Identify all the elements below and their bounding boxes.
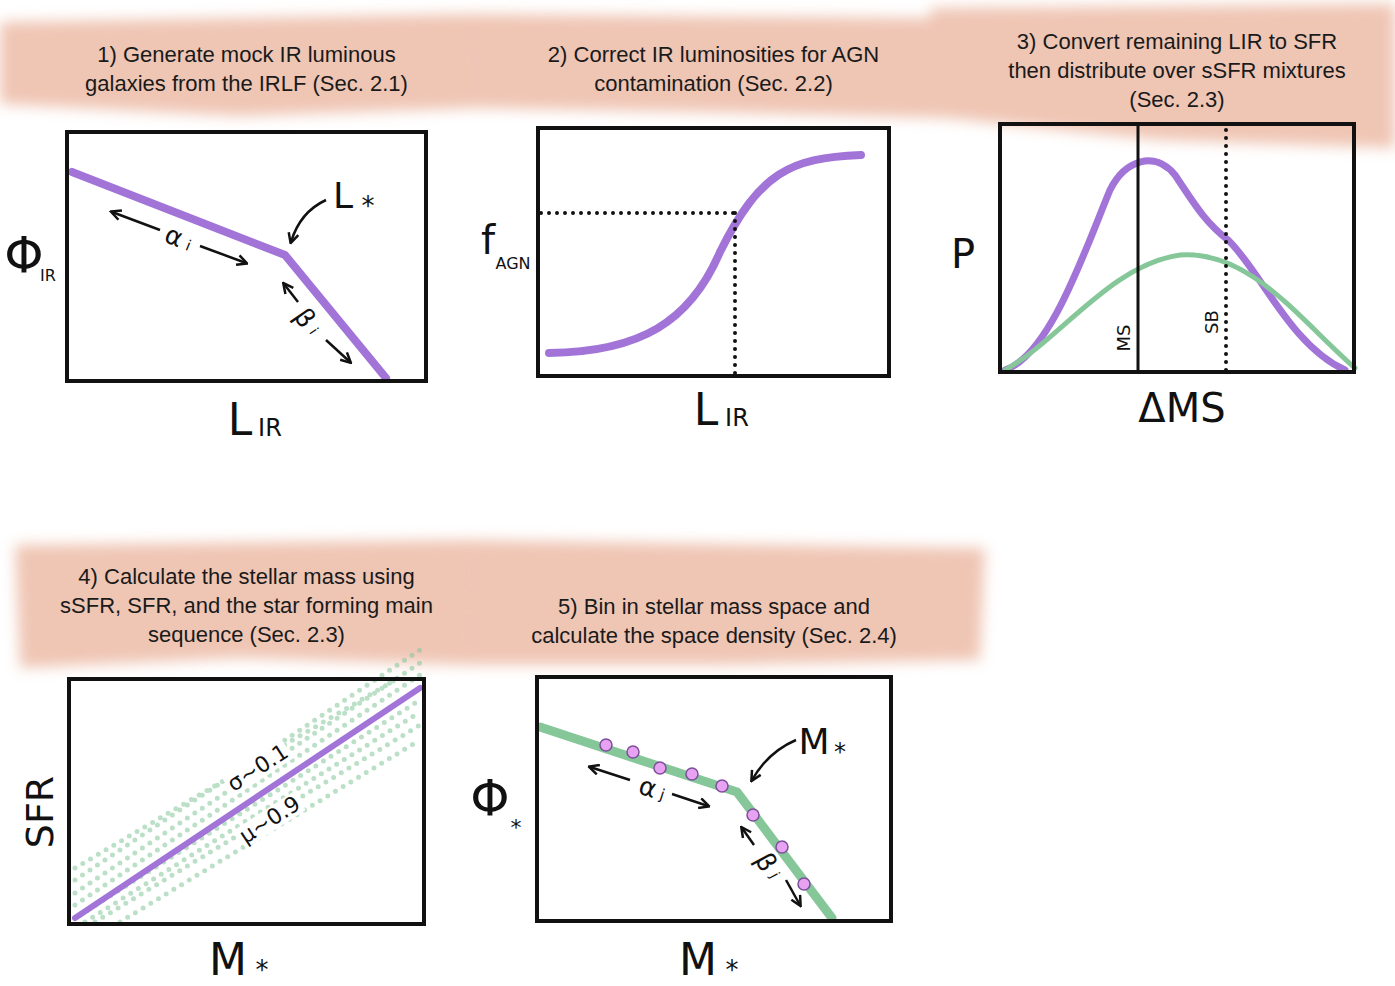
- axis-subscript: *: [511, 817, 522, 839]
- data-points: [600, 739, 810, 890]
- slope-subscript: i: [183, 238, 192, 253]
- axis-label: L: [228, 398, 253, 442]
- axis-label: f: [481, 220, 495, 260]
- starburst-line: [1224, 130, 1228, 372]
- axis-subscript: *: [726, 957, 739, 983]
- slope-arrow: [590, 767, 630, 780]
- heading-wash: [0, 4, 1395, 668]
- slope-subscript: i: [307, 325, 321, 336]
- axis-label: SFR: [21, 776, 59, 848]
- scatter-label: σ~0.1: [222, 739, 294, 796]
- callout-subscript: *: [834, 740, 846, 764]
- axis-label: ΔMS: [1138, 388, 1225, 428]
- axis-label: L: [694, 388, 719, 432]
- dotted-guide: [733, 213, 737, 374]
- chart-panel: 1) Generate mock IR luminous galaxies fr…: [65, 130, 428, 383]
- agn-fraction-curve: [549, 155, 861, 353]
- slope-arrow: [786, 880, 800, 905]
- slope-label: α: [161, 221, 187, 252]
- axis-subscript: *: [256, 957, 269, 983]
- slope-subscript: j: [768, 870, 782, 880]
- chart-panel: 4) Calculate the stellar mass using sSFR…: [67, 677, 426, 926]
- axis-label: P: [951, 234, 975, 274]
- line-label: SB: [1203, 308, 1221, 336]
- axis-label: Φ: [470, 773, 509, 823]
- axis-subscript: IR: [40, 268, 56, 284]
- luminosity-function: [72, 172, 386, 378]
- callout-subscript: *: [362, 193, 375, 219]
- axis-subscript: AGN: [495, 256, 530, 272]
- panel-heading: 5) Bin in stellar mass space and calcula…: [529, 592, 899, 650]
- slope-arrow: [742, 828, 754, 845]
- dotted-guide: [541, 211, 735, 215]
- scatter-dots: [75, 650, 420, 922]
- slope-arrow: [284, 284, 298, 302]
- axis-label: M: [209, 938, 247, 982]
- slope-arrow: [672, 794, 708, 806]
- axis-subscript: IR: [725, 406, 749, 430]
- chart-panel: 5) Bin in stellar mass space and calcula…: [535, 675, 893, 923]
- main-sequence: [75, 688, 420, 918]
- axis-label: M: [679, 938, 717, 982]
- main-sequence-line: [1137, 126, 1140, 372]
- ssfr-mixture: [1005, 255, 1355, 370]
- chart-panel: 2) Correct IR luminosities for AGN conta…: [536, 126, 891, 378]
- panel-heading: 2) Correct IR luminosities for AGN conta…: [519, 40, 909, 98]
- callout-label: M: [798, 724, 829, 760]
- panel-heading: 3) Convert remaining LIR to SFR then dis…: [997, 27, 1357, 114]
- callout-label: L: [333, 178, 353, 214]
- panel-heading: 1) Generate mock IR luminous galaxies fr…: [57, 40, 437, 98]
- ssfr-mixture: [1005, 161, 1345, 370]
- panel-heading: 4) Calculate the stellar mass using sSFR…: [52, 562, 442, 649]
- scatter-label: μ~0.9: [234, 791, 306, 848]
- slope-arrow: [112, 212, 160, 230]
- callout-arrow: [752, 740, 796, 780]
- axis-label: Φ: [4, 230, 43, 280]
- mass-function: [540, 727, 832, 918]
- axis-subscript: IR: [258, 416, 282, 440]
- chart-panel: 3) Convert remaining LIR to SFR then dis…: [998, 122, 1356, 374]
- callout-arrow: [291, 200, 326, 242]
- slope-arrow: [200, 246, 246, 263]
- slope-arrow: [326, 340, 350, 362]
- line-label: MS: [1115, 323, 1133, 354]
